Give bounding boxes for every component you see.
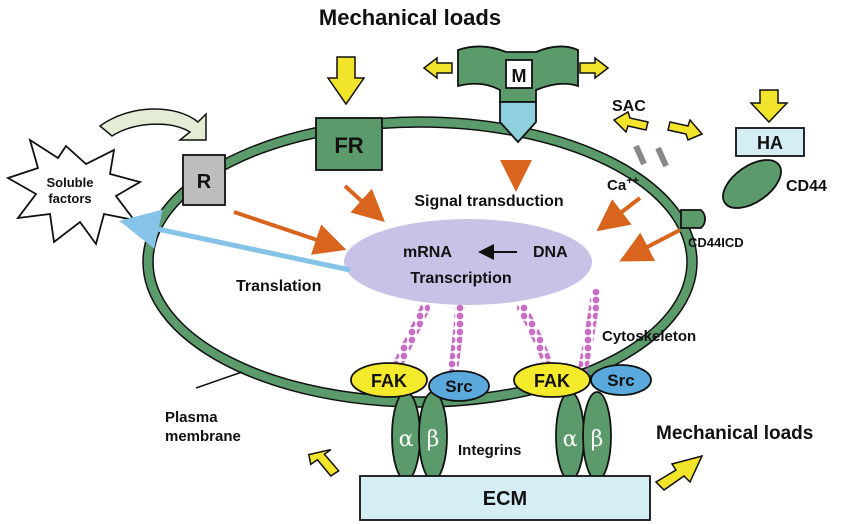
m-load-arrow-right [579,56,610,80]
alpha-label-left: α [399,427,414,452]
plasma-membrane-label: Plasma [165,409,218,426]
fak-right-label: FAK [534,371,570,391]
mechanosensor-m-box [505,59,533,89]
cd44icd-fragment [680,209,706,229]
ecm-box [359,475,651,521]
ecm-load-arrow-left [307,448,340,477]
plasma-membrane-label: membrane [165,428,241,445]
r-to-nucleus-arrow [233,210,347,255]
nucleus [344,219,592,305]
sac-channel-right [655,146,669,168]
ecm-load-arrow-right [654,454,704,491]
fak-left [350,362,428,398]
plasma-membrane [143,117,697,407]
m-load-arrow-left [422,56,453,80]
fak-right [513,362,591,398]
signal-transduction-label: Signal transduction [414,193,563,210]
sac-arrow-left [612,110,649,134]
ecm-label: ECM [483,488,527,510]
cytoskeleton-filament [577,289,601,379]
plasma-membrane-pointer [195,371,243,389]
integrins-label: Integrins [458,442,521,459]
sac-arrow-right [667,118,704,142]
transcription-label: Transcription [410,270,511,287]
fak-left-label: FAK [371,371,407,391]
cytoskeleton-label: Cytoskeleton [602,328,696,345]
calcium-label: Ca++ [607,175,639,194]
src-right-label: Src [607,371,634,390]
ha-label: HA [757,133,783,153]
src-left [428,370,490,402]
src-left-label: Src [445,377,472,396]
receptor-r-label: R [197,171,212,193]
ha-load-arrow [749,89,789,124]
title: Mechanical loads [319,5,501,30]
calcium-to-nucleus-arrow [596,196,642,232]
cd44icd-label: CD44ICD [688,235,744,250]
plasma-membrane-outline-outer [142,116,698,408]
soluble-factors-starburst [5,137,143,247]
receptor-r [182,154,226,206]
beta-label-right: β [591,427,604,452]
cd44-receptor [722,159,782,209]
mechanical-loads-bottom-label: Mechanical loads [656,423,813,444]
fr-receptor [315,117,383,171]
fr-to-nucleus-arrow [343,184,385,223]
ha-box [735,127,805,157]
beta-label-left: β [427,427,440,452]
fr-label: FR [334,133,363,158]
mrna-label: mRNA [403,244,452,261]
soluble-factors-label: Soluble [47,175,94,190]
sac-channel-left [633,144,647,166]
plasma-membrane-outline-inner [152,126,688,398]
cd44icd-to-nucleus-arrow [619,228,681,262]
sac-label: SAC [612,98,646,115]
alpha-label-right: α [563,427,578,452]
translation-label: Translation [236,278,321,295]
fr-load-arrow [326,56,366,106]
dna-label: DNA [533,244,568,261]
src-right [590,364,652,396]
mechanosensor-m-stem [499,101,537,144]
cytoskeleton-filament [447,303,465,381]
translation-arrow [119,209,351,273]
mechanosensor-m-label: M [512,66,527,86]
soluble-factors-label: factors [48,191,91,206]
cd44-label: CD44 [786,178,827,195]
ligand-binding-curved-arrow [98,108,207,141]
